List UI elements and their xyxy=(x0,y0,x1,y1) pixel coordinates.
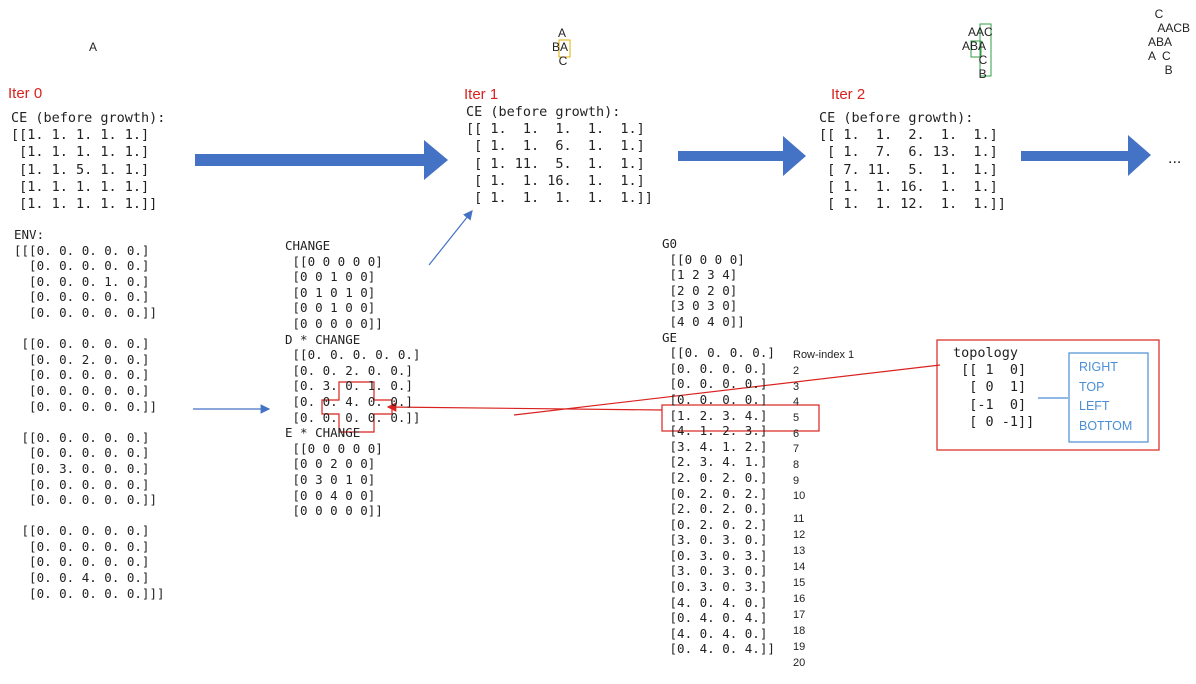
ce-matrix-iter2: CE (before growth): [[ 1. 1. 2. 1. 1.] [… xyxy=(819,110,1006,213)
ce-matrix-iter1: CE (before growth): [[ 1. 1. 1. 1. 1.] [… xyxy=(466,104,653,207)
iter1-glyph-highlight xyxy=(558,39,571,58)
row-index-label: 13 xyxy=(793,545,806,557)
thin-arrow-change-to-iter1 xyxy=(428,210,473,266)
row-index-label: 6 xyxy=(793,428,800,440)
continuation-ellipsis: ... xyxy=(1168,150,1182,167)
directions-box xyxy=(1068,352,1149,443)
row-index-label: 3 xyxy=(793,381,800,393)
iter2-glyph-highlight-a xyxy=(979,23,992,77)
row-index-label: 15 xyxy=(793,577,806,589)
row-index-label: 12 xyxy=(793,529,806,541)
iter-label-2: Iter 2 xyxy=(831,86,866,103)
row-index-label: 10 xyxy=(793,490,806,502)
red-arrow-ge-to-dchange xyxy=(386,402,663,412)
env-tensor: ENV: [[[0. 0. 0. 0. 0.] [0. 0. 0. 0. 0.]… xyxy=(14,227,165,601)
direction-labels: RIGHT TOP LEFT BOTTOM xyxy=(1079,360,1133,433)
row-index-label: 4 xyxy=(793,396,800,408)
row-index-label: 18 xyxy=(793,625,806,637)
row-index-label: 17 xyxy=(793,609,806,621)
row-index-label: 2 xyxy=(793,365,800,377)
row-index-label: 5 xyxy=(793,412,800,424)
row-index-label: 14 xyxy=(793,561,806,573)
iter-label-0: Iter 0 xyxy=(8,85,43,102)
big-arrow-iter2-to-next xyxy=(1021,135,1151,176)
big-arrow-iter1-to-iter2 xyxy=(678,136,806,176)
topology-box xyxy=(936,339,1160,451)
row-index-label: 20 xyxy=(793,657,806,669)
glyph-iter0: A xyxy=(89,40,98,54)
topology-matrix: topology [[ 1 0] [ 0 1] [-1 0] [ 0 -1]] xyxy=(953,345,1035,430)
glyph-iter3: C AACB ABA A C B xyxy=(1148,7,1191,77)
iter2-glyph-highlight-b xyxy=(970,40,982,58)
glyph-iter2: AAC ABA C B xyxy=(962,25,993,81)
big-arrow-iter0-to-iter1 xyxy=(195,140,448,180)
g0-ge-matrices: G0 [[0 0 0 0] [1 2 3 4] [2 0 2 0] [3 0 3… xyxy=(662,236,775,657)
dchange-cross-highlight xyxy=(321,381,393,433)
row-index-label: 11 xyxy=(793,513,805,525)
red-line-topology-to-ge xyxy=(513,364,941,416)
change-matrices: CHANGE [[0 0 0 0 0] [0 0 1 0 0] [0 1 0 1… xyxy=(285,238,421,519)
row-index-label: 7 xyxy=(793,443,800,455)
row-index-label: 9 xyxy=(793,475,800,487)
glyph-iter1: A BA C xyxy=(552,26,569,68)
ce-matrix-iter0: CE (before growth): [[1. 1. 1. 1. 1.] [1… xyxy=(11,110,166,213)
row-index-label: 8 xyxy=(793,459,800,471)
row-index-label: Row-index 1 xyxy=(793,349,855,361)
row-index-label: 19 xyxy=(793,641,806,653)
row-index-label: 16 xyxy=(793,593,806,605)
iter-label-1: Iter 1 xyxy=(464,86,499,103)
ge-row5-highlight xyxy=(661,404,820,432)
